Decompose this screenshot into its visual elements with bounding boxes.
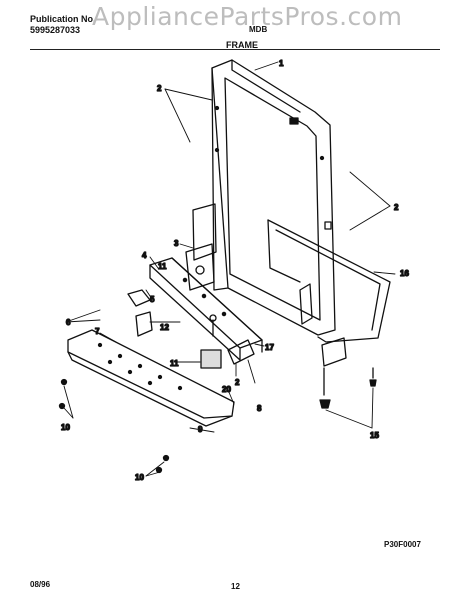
- callout-5: 5: [150, 295, 155, 304]
- side-bracket: [267, 219, 391, 343]
- callout-6-left: 6: [66, 318, 71, 327]
- footer-date: 08/96: [30, 580, 51, 589]
- callout-2-upper: 2: [157, 84, 162, 93]
- callout-4: 4: [142, 251, 147, 260]
- callout-15: 15: [370, 431, 379, 440]
- base-plate: [67, 329, 235, 427]
- support-channel: [149, 257, 263, 361]
- page-number: 12: [231, 582, 240, 591]
- model-fragment: MDB: [249, 25, 268, 34]
- callout-17: 17: [265, 343, 274, 352]
- callout-20: 20: [222, 385, 231, 394]
- callout-12: 12: [160, 323, 169, 332]
- page-title: FRAME: [226, 40, 258, 50]
- callout-labels: 1 2 2 3 4 5 6 7 8 9 10 10 11 11 12 15 16…: [60, 58, 410, 482]
- leader-lines: [63, 61, 396, 477]
- figure-code: P30F0007: [384, 540, 421, 549]
- hinge-bracket: [185, 203, 217, 291]
- callout-11-upper: 11: [158, 262, 167, 271]
- callout-1: 1: [279, 59, 284, 68]
- callout-10-left: 10: [61, 423, 70, 432]
- watermark: AppliancePartsPros.com: [92, 2, 403, 31]
- door-frame: [211, 59, 336, 336]
- header-rule: [30, 49, 440, 50]
- callout-8: 8: [257, 404, 262, 413]
- callout-16: 16: [400, 269, 409, 278]
- callout-2-right: 2: [394, 203, 399, 212]
- callout-2-lower: 2: [235, 378, 240, 387]
- callout-3: 3: [174, 239, 179, 248]
- callout-7: 7: [95, 327, 100, 336]
- callout-10-bottom: 10: [135, 473, 144, 482]
- callout-11-lower: 11: [170, 359, 179, 368]
- publication-number: 5995287033: [30, 25, 81, 35]
- callout-9: 9: [198, 425, 203, 434]
- small-parts: [58, 289, 377, 474]
- publication-label: Publication No.: [30, 14, 96, 24]
